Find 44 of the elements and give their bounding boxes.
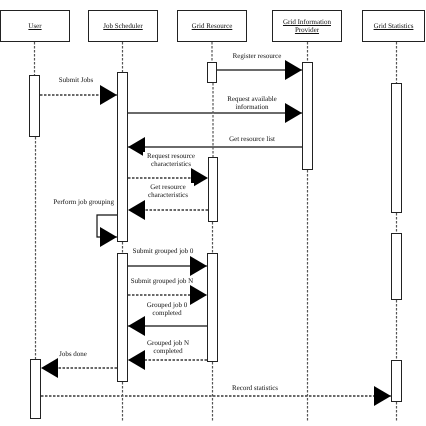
object-box <box>177 10 247 42</box>
activation-bar <box>391 83 402 213</box>
lifeline <box>306 170 308 421</box>
activation-bar <box>391 360 402 402</box>
activation-bar <box>302 62 313 170</box>
message-arrow <box>40 85 117 105</box>
self-message-arrow <box>96 214 117 247</box>
object-box <box>362 10 425 42</box>
object-box <box>0 10 70 42</box>
object-box <box>88 10 158 42</box>
message-arrow <box>217 60 302 80</box>
message-arrow <box>128 316 207 336</box>
message-arrow <box>41 386 391 406</box>
lifeline <box>34 137 36 359</box>
activation-bar <box>29 75 40 137</box>
lifeline <box>212 362 214 421</box>
object-box <box>272 10 342 42</box>
activation-bar <box>30 359 41 419</box>
activation-bar <box>117 253 128 382</box>
activation-bar <box>207 253 218 362</box>
lifeline <box>306 42 308 62</box>
lifeline <box>396 213 398 233</box>
lifeline <box>211 42 213 62</box>
message-arrow <box>41 358 117 378</box>
lifeline <box>396 300 398 360</box>
message-arrow <box>128 200 208 220</box>
message-arrow <box>128 103 302 123</box>
lifeline <box>34 42 36 75</box>
lifeline <box>122 382 124 421</box>
activation-bar <box>207 62 217 83</box>
lifeline <box>212 83 214 157</box>
message-arrow <box>128 168 208 188</box>
activation-bar <box>391 233 402 300</box>
lifeline <box>122 42 124 72</box>
activation-bar <box>208 157 218 222</box>
message-arrow <box>128 137 302 157</box>
message-arrow <box>128 285 207 305</box>
lifeline <box>396 402 398 421</box>
lifeline <box>212 222 214 253</box>
lifeline <box>396 42 398 83</box>
message-arrow <box>128 256 207 276</box>
activation-bar <box>117 72 128 242</box>
lifeline <box>122 242 124 253</box>
message-arrow <box>128 350 207 370</box>
